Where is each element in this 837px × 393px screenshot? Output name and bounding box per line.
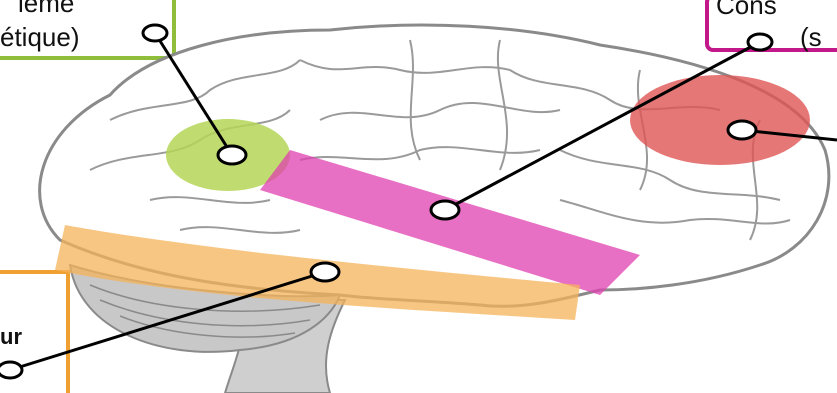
endpoint-pink-region [431, 201, 459, 219]
endpoint-red-region [728, 121, 756, 139]
label-top-right-line2: (s [800, 22, 822, 52]
label-bottom-left: ur [0, 324, 22, 349]
label-top-left-line2: étique) [0, 22, 80, 52]
endpoint-orange-box [0, 362, 22, 378]
red-region [630, 75, 810, 165]
label-top-right-line1: Cons [716, 0, 777, 20]
endpoint-green-box [143, 25, 167, 41]
endpoint-orange-region [311, 263, 339, 281]
endpoint-green-region [218, 146, 246, 164]
endpoint-pink-box [748, 34, 772, 50]
label-top-left-line1: ième [18, 0, 74, 18]
